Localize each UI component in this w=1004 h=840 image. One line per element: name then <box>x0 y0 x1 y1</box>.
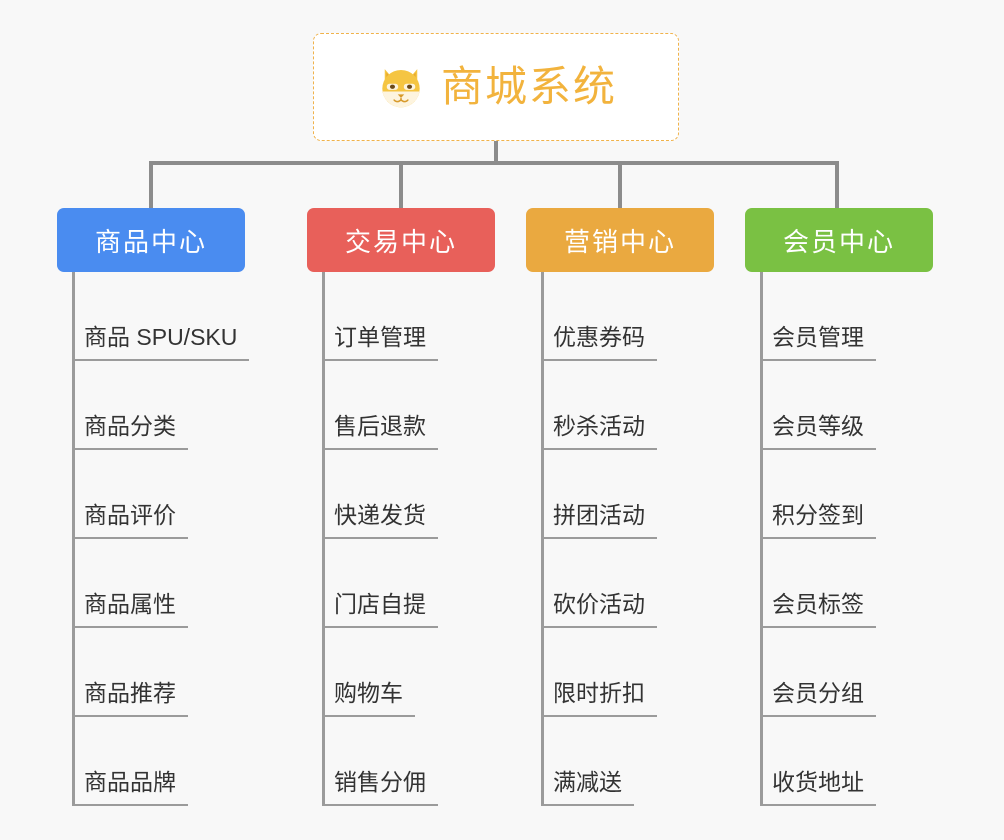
leaf-label: 会员管理 <box>760 323 876 361</box>
leaf-label: 拼团活动 <box>541 501 657 539</box>
leaf-list-trade-center: 订单管理 售后退款 快递发货 门店自提 购物车 销售分佣 <box>322 272 438 806</box>
leaf-label: 会员等级 <box>760 412 876 450</box>
list-item[interactable]: 售后退款 <box>322 361 438 450</box>
list-item[interactable]: 拼团活动 <box>541 450 657 539</box>
category-rail-trade-center <box>322 272 325 806</box>
list-item[interactable]: 限时折扣 <box>541 628 657 717</box>
root-title: 商城系统 <box>440 63 617 110</box>
category-label: 营销中心 <box>563 226 676 257</box>
list-item[interactable]: 商品推荐 <box>72 628 249 717</box>
category-label: 会员中心 <box>782 226 895 257</box>
leaf-label: 销售分佣 <box>322 768 438 806</box>
category-header-trade-center[interactable]: 交易中心 <box>307 208 495 272</box>
list-item[interactable]: 订单管理 <box>322 272 438 361</box>
leaf-label: 会员标签 <box>760 590 876 628</box>
list-item[interactable]: 积分签到 <box>760 450 876 539</box>
list-item[interactable]: 满减送 <box>541 717 657 806</box>
list-item[interactable]: 会员标签 <box>760 539 876 628</box>
list-item[interactable]: 优惠券码 <box>541 272 657 361</box>
leaf-label: 商品属性 <box>72 590 188 628</box>
list-item[interactable]: 商品属性 <box>72 539 249 628</box>
list-item[interactable]: 购物车 <box>322 628 438 717</box>
list-item[interactable]: 门店自提 <box>322 539 438 628</box>
list-item[interactable]: 会员等级 <box>760 361 876 450</box>
list-item[interactable]: 商品评价 <box>72 450 249 539</box>
leaf-list-marketing-center: 优惠券码 秒杀活动 拼团活动 砍价活动 限时折扣 满减送 <box>541 272 657 806</box>
leaf-label: 快递发货 <box>322 501 438 539</box>
leaf-label: 收货地址 <box>760 768 876 806</box>
list-item[interactable]: 会员管理 <box>760 272 876 361</box>
connector-drop-trade-center <box>399 161 403 208</box>
category-rail-member-center <box>760 272 763 806</box>
list-item[interactable]: 商品分类 <box>72 361 249 450</box>
list-item[interactable]: 收货地址 <box>760 717 876 806</box>
list-item[interactable]: 砍价活动 <box>541 539 657 628</box>
leaf-label: 限时折扣 <box>541 679 657 717</box>
leaf-label: 商品分类 <box>72 412 188 450</box>
category-header-member-center[interactable]: 会员中心 <box>745 208 933 272</box>
leaf-label: 商品评价 <box>72 501 188 539</box>
leaf-label: 砍价活动 <box>541 590 657 628</box>
list-item[interactable]: 销售分佣 <box>322 717 438 806</box>
category-label: 交易中心 <box>344 226 457 257</box>
root-node[interactable]: 商城系统 <box>313 33 679 141</box>
dog-face-icon <box>375 61 427 113</box>
connector-drop-marketing-center <box>618 161 622 208</box>
category-rail-product-center <box>72 272 75 806</box>
category-header-marketing-center[interactable]: 营销中心 <box>526 208 714 272</box>
connector-root-stem <box>494 141 498 163</box>
connector-drop-product-center <box>149 161 153 208</box>
leaf-label: 商品推荐 <box>72 679 188 717</box>
category-label: 商品中心 <box>94 226 207 257</box>
category-header-product-center[interactable]: 商品中心 <box>57 208 245 272</box>
leaf-label: 订单管理 <box>322 323 438 361</box>
leaf-label: 商品 SPU/SKU <box>72 323 250 361</box>
list-item[interactable]: 商品 SPU/SKU <box>72 272 250 361</box>
leaf-label: 购物车 <box>322 679 415 717</box>
leaf-label: 会员分组 <box>760 679 876 717</box>
connector-horizontal-bus <box>149 161 839 165</box>
connector-drop-member-center <box>835 161 839 208</box>
leaf-label: 积分签到 <box>760 501 876 539</box>
category-rail-marketing-center <box>541 272 544 806</box>
leaf-label: 满减送 <box>541 768 634 806</box>
leaf-label: 门店自提 <box>322 590 438 628</box>
list-item[interactable]: 秒杀活动 <box>541 361 657 450</box>
list-item[interactable]: 商品品牌 <box>72 717 249 806</box>
leaf-label: 秒杀活动 <box>541 412 657 450</box>
list-item[interactable]: 快递发货 <box>322 450 438 539</box>
leaf-label: 优惠券码 <box>541 323 657 361</box>
leaf-label: 商品品牌 <box>72 768 188 806</box>
leaf-list-member-center: 会员管理 会员等级 积分签到 会员标签 会员分组 收货地址 <box>760 272 876 806</box>
leaf-list-product-center: 商品 SPU/SKU 商品分类 商品评价 商品属性 商品推荐 商品品牌 <box>72 272 250 806</box>
list-item[interactable]: 会员分组 <box>760 628 876 717</box>
leaf-label: 售后退款 <box>322 412 438 450</box>
